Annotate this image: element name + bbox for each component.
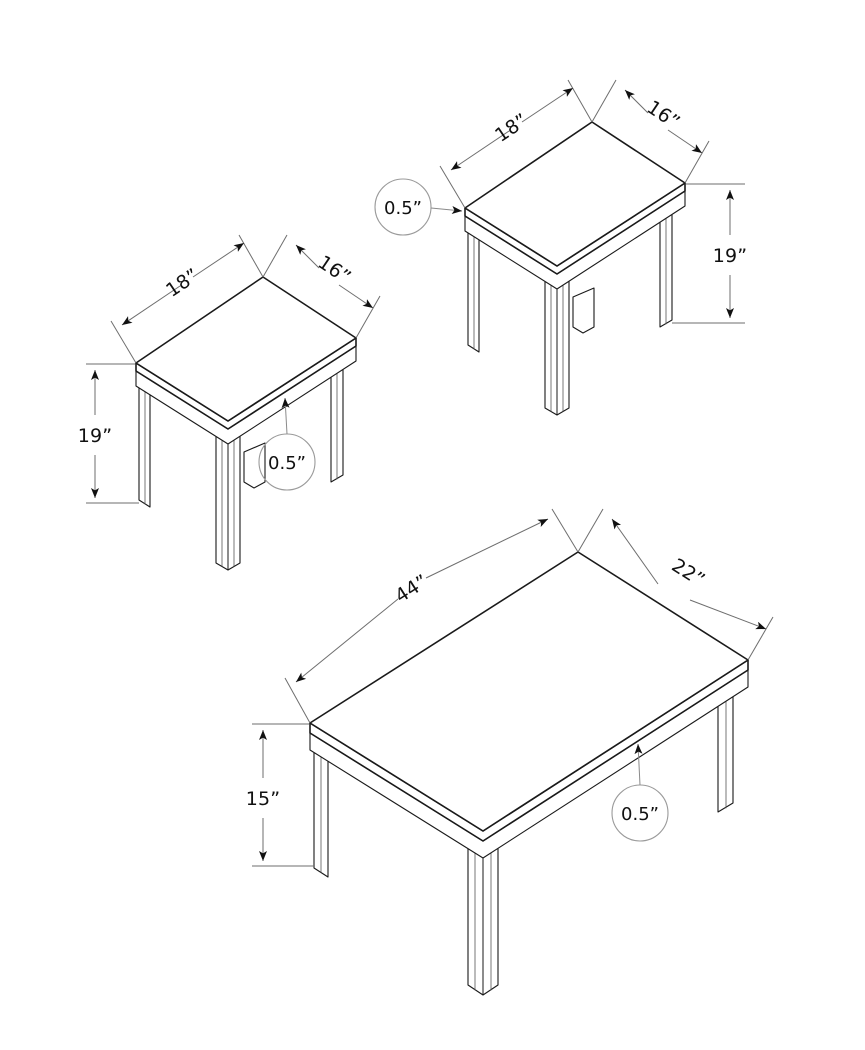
label-right-table-thickness: 0.5” xyxy=(384,198,422,219)
end-table-right-front-leg xyxy=(544,278,570,416)
label-left-table-thickness: 0.5” xyxy=(268,453,306,474)
label-right-table-height: 19” xyxy=(713,245,748,267)
coffee-table-front-leg xyxy=(467,845,499,996)
dimension-left-table-height: 19” xyxy=(78,363,139,504)
apron-stub xyxy=(572,287,595,334)
end-table-left-front-leg xyxy=(215,433,241,571)
dimension-right-table-height: 19” xyxy=(672,183,748,324)
callout-left-table-thickness: 0.5” xyxy=(258,397,316,491)
end-table-left: 18” 16” 19” 0.5” xyxy=(78,234,381,571)
end-table-left-back-legs xyxy=(138,343,344,508)
end-table-right-back-legs xyxy=(467,188,673,353)
callout-circle xyxy=(374,178,432,236)
label-coffee-table-height: 15” xyxy=(246,788,281,810)
label-coffee-table-thickness: 0.5” xyxy=(621,804,659,825)
end-table-right: 18” 16” 19” 0.5” xyxy=(374,79,748,416)
callout-coffee-table-thickness: 0.5” xyxy=(611,743,669,842)
dimension-coffee-table-height: 15” xyxy=(246,723,314,867)
callout-right-table-thickness: 0.5” xyxy=(374,178,463,236)
label-left-table-height: 19” xyxy=(78,425,113,447)
coffee-table: 44” 22” 15” 0.5” xyxy=(246,508,774,996)
